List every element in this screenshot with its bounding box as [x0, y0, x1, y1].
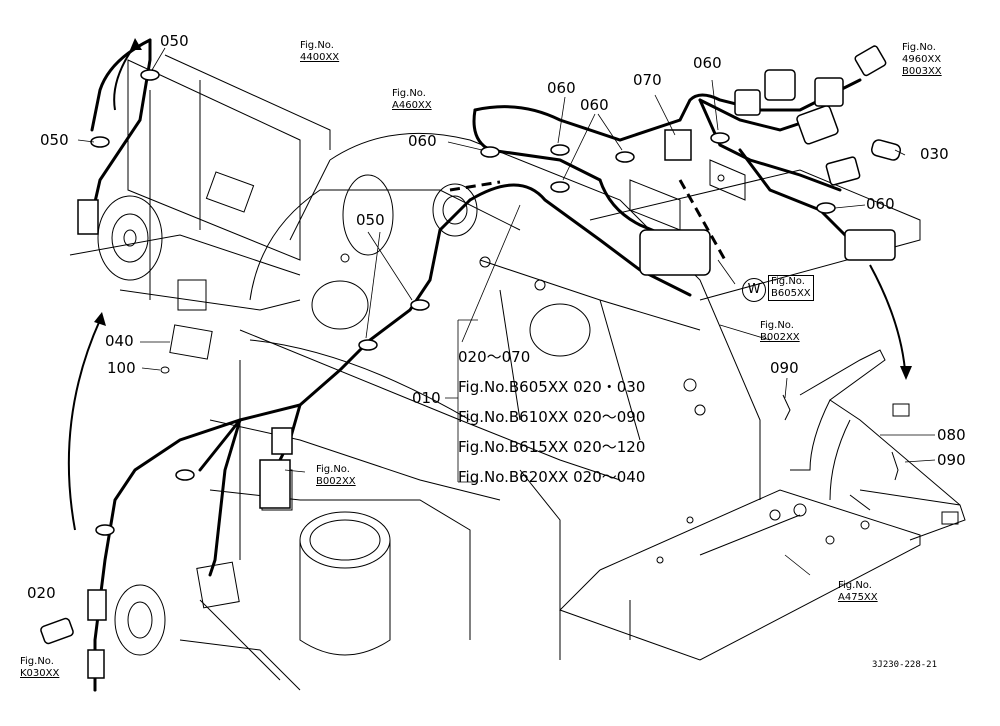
callout-050-center: 050 [356, 211, 385, 229]
figref-number: B605XX [771, 288, 811, 299]
routing-arrows [67, 44, 906, 531]
figref-label: Fig.No. [838, 580, 872, 591]
figref-b002-center: Fig.No. B002XX [316, 464, 356, 488]
applicability-note: 020～070 Fig.No.B605XX 020・030 Fig.No.B61… [458, 342, 645, 492]
transmission-housing [209, 132, 761, 560]
line-art [69, 54, 966, 691]
callout-060-b: 060 [547, 79, 576, 97]
figref-label: Fig.No. [316, 464, 350, 475]
callout-040: 040 [105, 332, 134, 350]
callout-050-left: 050 [40, 131, 69, 149]
lower-housing [114, 469, 561, 691]
figref-label: Fig.No. [20, 656, 54, 667]
right-bracket [782, 349, 966, 541]
figref-label: Fig.No. [300, 40, 334, 51]
note-line: Fig.No.B605XX 020・030 [458, 378, 646, 396]
note-line: Fig.No.B610XX 020～090 [458, 408, 646, 426]
figref-number: A475XX [838, 592, 878, 603]
figref-4400: Fig.No. 4400XX [300, 40, 339, 64]
figref-b605: Fig.No. B605XX [768, 275, 814, 301]
note-line: 020～070 [458, 348, 531, 366]
arrow-heads [94, 38, 912, 380]
w-marker: W [742, 278, 766, 302]
note-line: Fig.No.B615XX 020～120 [458, 438, 646, 456]
callout-050-top: 050 [160, 32, 189, 50]
figref-number: K030XX [20, 668, 60, 679]
figref-label: Fig.No. [771, 276, 805, 287]
figref-label: Fig.No. [392, 88, 426, 99]
callout-080: 080 [937, 426, 966, 444]
callout-090-a: 090 [770, 359, 799, 377]
callout-060-a: 060 [408, 132, 437, 150]
callout-060-e: 060 [866, 195, 895, 213]
wire-dashed [449, 179, 727, 261]
figref-number: B002XX [760, 332, 800, 343]
figref-label: Fig.No. [760, 320, 794, 331]
figref-number: A460XX [392, 100, 432, 111]
figref-number: B002XX [316, 476, 356, 487]
figref-number-2: B003XX [902, 66, 942, 77]
figref-label: Fig.No. [902, 42, 936, 53]
callout-010: 010 [412, 389, 441, 407]
figref-a475: Fig.No. A475XX [838, 580, 878, 604]
leader-lines [77, 47, 936, 576]
callout-070: 070 [633, 71, 662, 89]
figref-a460: Fig.No. A460XX [392, 88, 432, 112]
clamps [40, 45, 901, 679]
callout-060-c: 060 [580, 96, 609, 114]
callout-090-b: 090 [937, 451, 966, 469]
figref-b002-right: Fig.No. B002XX [760, 320, 800, 344]
right-plate [559, 489, 921, 661]
callout-020: 020 [27, 584, 56, 602]
callout-100: 100 [107, 359, 136, 377]
note-line: Fig.No.B620XX 020～040 [458, 468, 646, 486]
callout-060-d: 060 [693, 54, 722, 72]
drawing-code: 3J230-228-21 [872, 660, 938, 670]
left-panel [69, 54, 331, 374]
callout-030: 030 [920, 145, 949, 163]
figref-number: 4960XX [902, 54, 942, 65]
figref-k030: Fig.No. K030XX [20, 656, 59, 680]
figref-number: 4400XX [300, 52, 340, 63]
figref-4960: Fig.No. 4960XX B003XX [902, 42, 942, 78]
